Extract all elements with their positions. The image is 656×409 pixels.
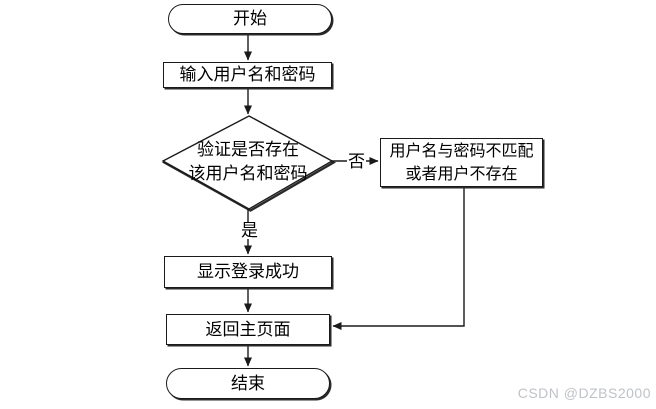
login-success-node: 显示登录成功 bbox=[164, 256, 332, 288]
end-node: 结束 bbox=[166, 368, 330, 399]
start-node: 开始 bbox=[168, 4, 332, 34]
yes-branch-label: 是 bbox=[240, 221, 259, 240]
verify-decision-label-line1: 验证是否存在 bbox=[197, 140, 299, 159]
error-message-line2: 或者用户不存在 bbox=[405, 165, 518, 183]
login-success-label: 显示登录成功 bbox=[197, 262, 299, 282]
edge-error-to-return bbox=[332, 187, 465, 330]
watermark: CSDN @DZBS2000 bbox=[517, 385, 651, 401]
return-main-node: 返回主页面 bbox=[166, 314, 330, 345]
return-main-label: 返回主页面 bbox=[205, 319, 291, 339]
input-credentials-node: 输入用户名和密码 bbox=[163, 62, 332, 88]
error-message-line1: 用户名与密码不匹配 bbox=[389, 142, 534, 160]
verify-decision-node: 验证是否存在 该用户名和密码 bbox=[170, 138, 326, 186]
start-node-label: 开始 bbox=[233, 9, 267, 29]
decision-diamond-shape bbox=[161, 115, 334, 210]
end-node-label: 结束 bbox=[231, 373, 265, 393]
error-message-node: 用户名与密码不匹配 或者用户不存在 bbox=[380, 138, 543, 187]
input-credentials-label: 输入用户名和密码 bbox=[179, 65, 316, 85]
verify-decision-label-line2: 该用户名和密码 bbox=[188, 164, 308, 183]
no-branch-label: 否 bbox=[347, 152, 366, 171]
